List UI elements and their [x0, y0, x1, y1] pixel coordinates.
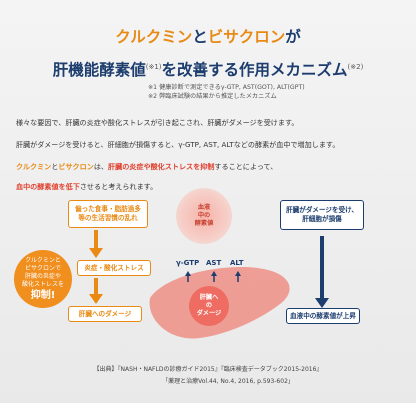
title-curcumin: クルクミン	[115, 28, 193, 46]
source-line-2: 「薬理と治療Vol.44, No.4, 2016, p.593-602」	[162, 378, 294, 385]
suppress-badge: クルクミンと ビサクロンで 肝臓の炎症や 酸化ストレスを 抑制!	[14, 250, 72, 308]
title-line1: クルクミンとビサクロンが	[0, 28, 416, 46]
emph-rest: させると考えられます。	[79, 182, 158, 191]
liver-damage-badge: 肝臓へ の ダメージ	[189, 286, 229, 326]
enzyme-arrow-3-head	[235, 271, 241, 276]
body-curcumin: クルクミン	[16, 162, 52, 171]
enzyme-ast: AST	[206, 259, 222, 267]
title-mechanism: を改善する作用メカニズム	[161, 61, 348, 80]
box-cell-damage: 肝臓がダメージを受け、 肝細胞が損傷	[280, 200, 364, 230]
enzyme-arrow-2-head	[211, 271, 217, 276]
title-liver-enzyme: 肝機能酵素値	[52, 61, 146, 80]
body-paragraph-3: クルクミンとビサクロンは、肝臓の炎症や酸化ストレスを抑制することによって、	[16, 162, 406, 172]
suppress-badge-title: 抑制!	[30, 289, 56, 301]
body-end: することによって、	[214, 162, 278, 171]
enzyme-bubble: 血液 中の 酵素値	[176, 188, 232, 244]
box-liver-damage: 肝臓へのダメージ	[68, 306, 142, 322]
body-paragraph-2: 肝臓がダメージを受けると、肝細胞が損傷すると、γ-GTP, AST, ALTなど…	[16, 140, 340, 149]
footnote-1: ※1 健康診断で測定できるγ-GTP, AST(GOT), ALT(GPT)	[148, 84, 305, 91]
title-line2: 肝機能酵素値(※1)を改善する作用メカニズム(※2)	[0, 58, 416, 79]
body-highlight: 肝臓の炎症や酸化ストレスを抑制	[108, 162, 215, 171]
source-line-1: 【出典】『NASH・NAFLDの診療ガイド2015』『臨床検査データブック201…	[93, 366, 323, 373]
title-ga: が	[285, 28, 301, 46]
arrow-right-head	[315, 298, 329, 308]
body-and: と	[51, 162, 59, 171]
title-and: と	[192, 28, 208, 46]
title-note1-marker: (※1)	[145, 63, 162, 71]
arrow-left-2-head	[89, 294, 103, 304]
footnote-2: ※2 弊臨床試験の結果から推定したメカニズム	[148, 93, 277, 100]
arrow-left-1-head	[89, 248, 103, 258]
enzyme-arrow-1-head	[185, 271, 191, 276]
title-bisacurone: ビサクロン	[207, 28, 286, 46]
box-enzyme-rise: 血液中の酵素値が上昇	[286, 308, 360, 324]
box-inflammation: 炎症・酸化ストレス	[77, 260, 151, 276]
body-ha: は、	[93, 162, 109, 171]
emph-red: 血中の酵素値を低下	[16, 182, 80, 191]
title-note2-marker: (※2)	[347, 63, 364, 71]
body-paragraph-4: 血中の酵素値を低下させると考えられます。	[16, 182, 406, 192]
suppress-badge-text: クルクミンと ビサクロンで 肝臓の炎症や 酸化ストレスを	[21, 256, 64, 288]
enzyme-alt: ALT	[230, 259, 244, 267]
body-paragraph-1: 様々な要因で、肝臓の炎症や酸化ストレスが引き起こされ、肝臓がダメージを受けます。	[16, 118, 299, 127]
enzyme-ggtp: γ-GTP	[176, 259, 200, 267]
box-lifestyle: 偏った食事・脂肪過多 等の生活習慣の乱れ	[68, 200, 148, 228]
body-bisacurone: ビサクロン	[58, 162, 94, 171]
